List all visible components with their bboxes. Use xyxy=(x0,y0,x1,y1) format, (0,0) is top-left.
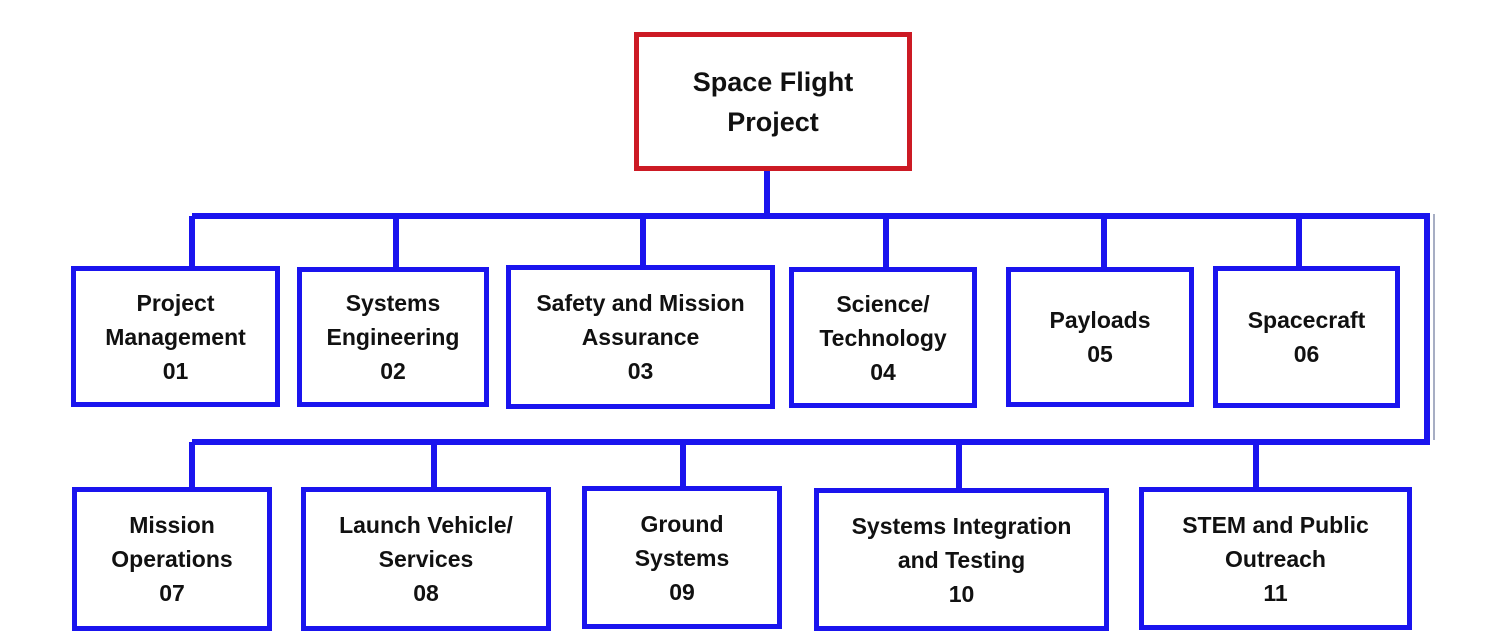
node-label-line: Management xyxy=(105,323,246,350)
node-code: 05 xyxy=(1087,341,1113,367)
node-label-line: Project xyxy=(136,289,215,316)
root-label-line-1: Space Flight xyxy=(692,66,854,97)
node-label-line: Science/ xyxy=(836,290,930,317)
node-label-line: Outreach xyxy=(1225,545,1326,572)
node-code: 02 xyxy=(380,358,406,384)
node-label-line: Operations xyxy=(111,546,233,572)
node-label-line: and Testing xyxy=(897,546,1026,573)
node-label-line: Safety and Mission xyxy=(536,290,745,316)
node-code: 10 xyxy=(948,580,975,607)
node-label-line: Spacecraft xyxy=(1247,307,1366,333)
root-label-line-2: Project xyxy=(727,106,819,137)
top-bus xyxy=(192,213,1430,445)
wbs-node-08: Launch Vehicle/Services 08 xyxy=(301,487,551,631)
node-label-line: Mission xyxy=(129,512,215,538)
node-label-line: Technology xyxy=(819,324,947,351)
node-label-line: Payloads xyxy=(1049,307,1151,333)
node-code: 09 xyxy=(669,578,695,605)
node-label-line: STEM and Public xyxy=(1182,511,1369,538)
wbs-node-10: Systems Integration and Testing 10 xyxy=(814,488,1109,631)
node-code: 06 xyxy=(1293,341,1320,367)
root-node-space-flight-project: Space Flight Project xyxy=(634,32,912,171)
node-label-line: Engineering xyxy=(326,324,460,350)
node-label-line: Systems xyxy=(345,290,441,316)
node-code: 08 xyxy=(413,580,439,606)
node-code: 01 xyxy=(162,357,189,384)
node-code: 03 xyxy=(627,358,654,384)
wbs-node-06: Spacecraft 06 xyxy=(1213,266,1400,408)
wbs-node-04: Science/Technology 04 xyxy=(789,267,977,408)
node-code: 04 xyxy=(870,358,896,385)
node-code: 11 xyxy=(1263,579,1288,606)
node-label-line: Ground xyxy=(640,510,724,537)
node-label-line: Launch Vehicle/ xyxy=(339,512,513,538)
node-label-line: Systems Integration xyxy=(851,512,1072,539)
wbs-node-05: Payloads 05 xyxy=(1006,267,1194,407)
node-label-line: Assurance xyxy=(581,324,700,350)
node-label-line: Services xyxy=(378,546,474,572)
node-label-line: Systems xyxy=(634,544,730,571)
node-code: 07 xyxy=(159,580,185,606)
